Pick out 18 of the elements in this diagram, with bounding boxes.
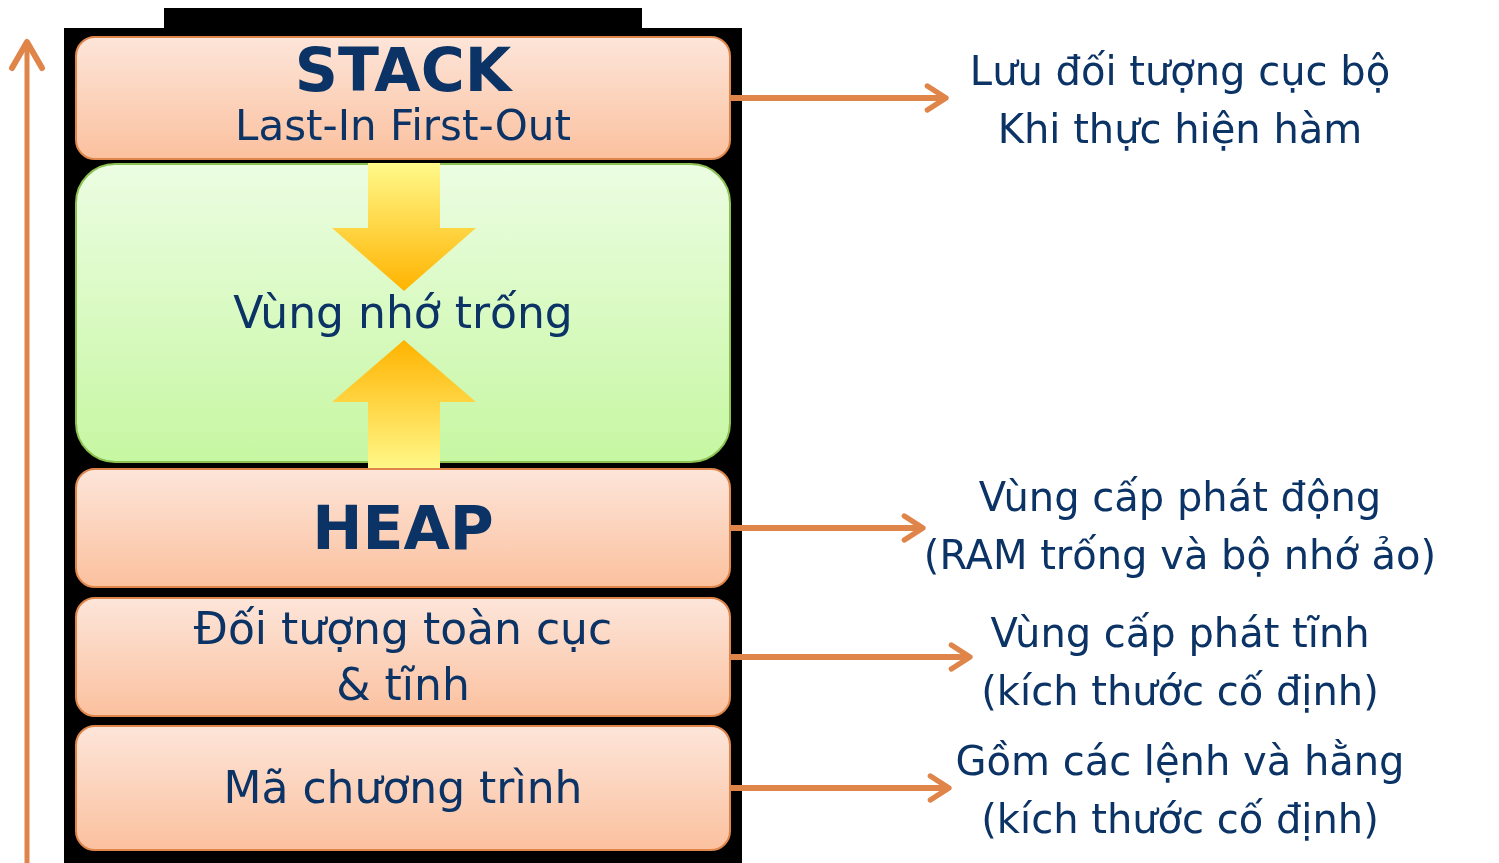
description-text: Vùng cấp phát tĩnh (kích thước cố định) (980, 609, 1380, 716)
arrow (731, 513, 926, 543)
memory-segment-box (75, 468, 731, 588)
memory-segment-box (75, 36, 731, 160)
arrow (731, 773, 952, 803)
description-text: Vùng cấp phát động (RAM trống và bộ nhớ ảo) (923, 473, 1437, 580)
memory-segment-box (75, 725, 731, 851)
description-text: Gồm các lệnh và hằng (kích thước cố định) (954, 737, 1406, 844)
arrow (731, 642, 973, 672)
segment-title: HEAP (312, 500, 494, 556)
segment-label: Đối tượng toàn cục & tĩnh (192, 602, 614, 712)
memory-segment-box (75, 597, 731, 717)
segment-subtitle: Last-In First-Out (235, 100, 571, 152)
segment-label: Vùng nhớ trống (233, 286, 573, 340)
segment-title: STACK (294, 42, 512, 98)
arrow (731, 83, 949, 113)
segment-label: Mã chương trình (223, 761, 583, 815)
description-text: Lưu đối tượng cục bộ Khi thực hiện hàm (968, 47, 1392, 154)
